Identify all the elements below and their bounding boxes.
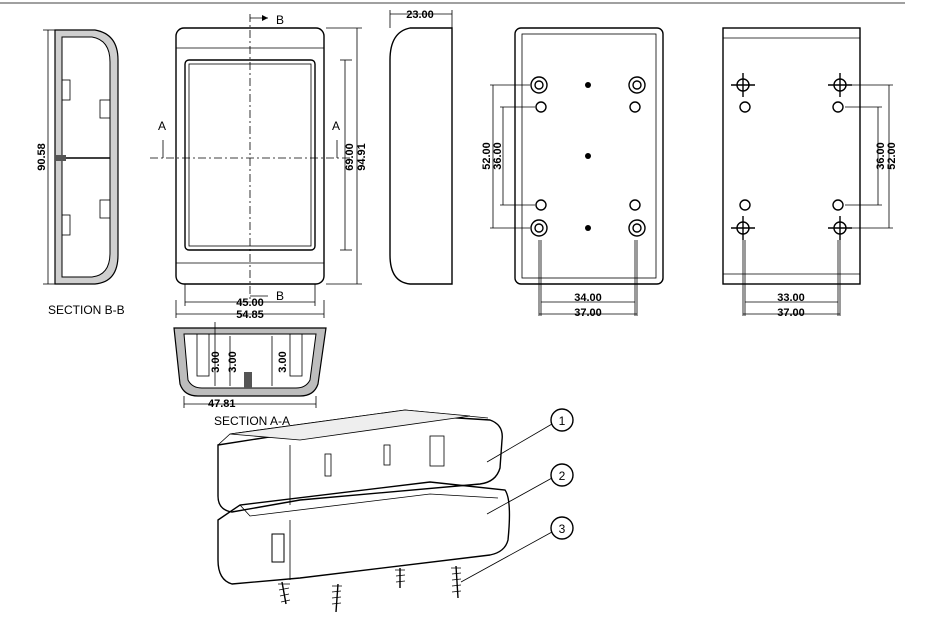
back-view — [490, 27, 664, 316]
dim-bottom-36: 36.00 — [875, 142, 887, 170]
callout-3: 3 — [559, 522, 566, 536]
dim-45: 45.00 — [236, 297, 264, 309]
dim-back-37: 37.00 — [574, 307, 602, 319]
dim-94-91: 94.91 — [356, 143, 368, 171]
section-a-a-view — [173, 322, 327, 408]
callout-2-circle — [550, 463, 574, 487]
callout-1-circle — [550, 408, 574, 432]
callout-3-circle — [550, 516, 574, 540]
marker-a-left: A — [158, 119, 166, 133]
dim-back-36: 36.00 — [492, 142, 504, 170]
dim-aa-3-mid: 3.00 — [227, 351, 239, 372]
section-a-a-label: SECTION A-A — [214, 414, 290, 428]
dim-90-58: 90.58 — [36, 143, 48, 171]
dim-bottom-52: 52.00 — [886, 142, 898, 170]
dim-aa-3-left: 3.00 — [210, 351, 222, 372]
marker-b-bottom: B — [276, 289, 284, 303]
dim-bottom-37: 37.00 — [777, 307, 805, 319]
exploded-view — [217, 408, 574, 613]
dim-aa-47-81: 47.81 — [208, 398, 236, 410]
dim-bottom-33: 33.00 — [777, 292, 805, 304]
dim-69: 69.00 — [344, 143, 356, 171]
dim-back-34: 34.00 — [574, 292, 602, 304]
side-view — [389, 10, 453, 285]
callout-2: 2 — [559, 469, 566, 483]
callout-1: 1 — [559, 414, 566, 428]
dim-back-52: 52.00 — [481, 142, 493, 170]
bottom-view — [722, 27, 893, 316]
section-b-b-label: SECTION B-B — [48, 303, 125, 317]
front-view — [150, 14, 362, 318]
dim-aa-3-right: 3.00 — [277, 351, 289, 372]
section-b-b-view: 90.58 — [36, 29, 119, 285]
marker-b-top: B — [276, 13, 284, 27]
dim-54-85: 54.85 — [236, 309, 264, 321]
dim-23: 23.00 — [406, 9, 434, 21]
marker-a-right: A — [332, 119, 340, 133]
